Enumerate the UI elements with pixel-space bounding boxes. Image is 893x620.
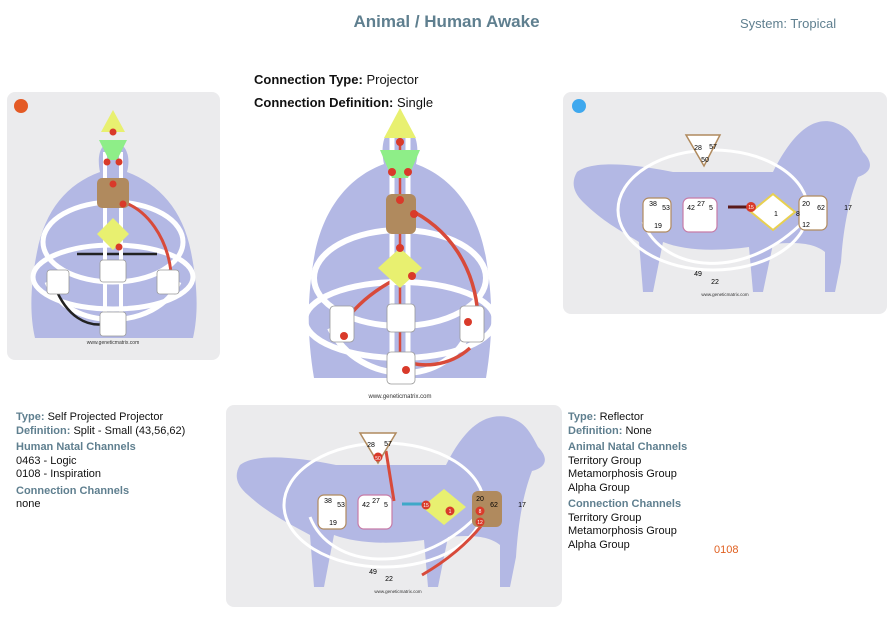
dog-bottom-gate-8: 8 [479,509,482,515]
animal-indicator-dot [572,99,586,113]
dog-top-gate-38: 38 [649,201,657,208]
dog-bottom-gate-17: 17 [518,502,526,509]
dog-top-gate-17: 17 [844,205,852,212]
animal-info: Type: Reflector Definition: None Animal … [568,411,768,552]
dog-bottom-gate-38: 38 [324,498,332,505]
human-connection-heading: Connection Channels [16,484,130,497]
dog-top-watermark: www.geneticmatrix.com [701,292,749,297]
dog-top-gate-1: 1 [774,211,778,218]
connection-type: Connection Type: Projector [254,72,418,87]
human-natal-heading: Human Natal Channels [16,441,136,453]
connection-definition: Connection Definition: Single [254,95,433,110]
connection-bodygraph: 28 57 50 38 53 19 42 27 5 15 1 20 8 62 1… [236,416,545,594]
human-type: Type: Self Projected Projector [16,411,221,425]
dog-bottom-gate-19: 19 [329,520,337,527]
dog-bottom-gate-20: 20 [476,496,484,503]
dog-bottom-watermark: www.geneticmatrix.com [374,589,422,594]
dog-top-gate-42: 42 [687,205,695,212]
dog-top-gate-15: 15 [748,205,754,211]
dog-bottom-gate-50: 50 [375,456,381,462]
human-indicator-dot [14,99,28,113]
animal-connection-channel: Territory Group [568,511,642,524]
connection-highlight: 0108 [714,544,739,556]
connection-type-value: Projector [366,72,419,87]
animal-connection-heading: Connection Channels [568,498,682,510]
animal-type-label: Type: [568,411,597,423]
human-bodygraph-small: www.geneticmatrix.com [30,110,197,346]
dog-top-gate-62: 62 [817,205,825,212]
dog-bottom-gate-42: 42 [362,502,370,509]
animal-definition: Definition: None [568,425,768,439]
system-label: System: Tropical [740,16,837,31]
animal-natal-heading: Animal Natal Channels [568,441,688,453]
dog-top-gate-53: 53 [662,205,670,212]
dog-top-gate-19: 19 [654,223,662,230]
dog-top-gate-12: 12 [802,222,810,229]
dog-bottom-gate-49: 49 [369,569,377,576]
dog-top-gate-22: 22 [711,279,719,286]
dog-bottom-gate-62: 62 [490,502,498,509]
human-bodygraph-large: www.geneticmatrix.com [302,108,498,400]
animal-definition-label: Definition: [568,424,623,437]
human-natal-channel: 0463 - Logic [16,454,77,467]
dog-bottom-gate-28: 28 [367,442,375,449]
dog-top-gate-28: 28 [694,145,702,152]
dog-bottom-gate-1: 1 [449,509,452,515]
human-large-watermark: www.geneticmatrix.com [367,394,431,400]
human-info: Type: Self Projected Projector Definitio… [16,411,221,512]
connection-type-label: Connection Type: [254,72,363,87]
dog-bottom-gate-15: 15 [423,503,429,509]
human-connection-channel: none [16,498,41,510]
dog-top-gate-57: 57 [709,144,717,151]
human-definition-label: Definition: [16,424,71,437]
animal-natal-channel: Territory Group [568,454,642,467]
human-type-value: Self Projected Projector [47,411,164,423]
dog-bottom-gate-22: 22 [385,576,393,583]
animal-type: Type: Reflector [568,411,768,425]
animal-natal-channel: Metamorphosis Group [568,468,677,480]
dog-bottom-gate-5: 5 [384,502,388,509]
dog-top-gate-5: 5 [709,205,713,212]
dog-bottom-gate-27: 27 [372,498,380,505]
animal-connection-channel: Alpha Group [568,538,630,551]
human-small-watermark: www.geneticmatrix.com [87,340,140,346]
human-definition-value: Split - Small (43,56,62) [73,424,186,437]
human-type-label: Type: [16,411,45,423]
dog-bottom-gate-53: 53 [337,502,345,509]
dog-bottom-gate-57: 57 [384,441,392,448]
connection-definition-value: Single [397,95,434,110]
connection-definition-label: Connection Definition: [254,95,394,110]
human-natal-channel: 0108 - Inspiration [16,468,101,480]
dog-bottom-gate-12: 12 [477,520,483,526]
connection-chart-panel: 28 57 50 38 53 19 42 27 5 15 1 20 8 62 1… [226,405,562,607]
page-title: Animal / Human Awake [353,12,540,31]
dog-top-gate-50: 50 [701,157,709,164]
animal-chart-panel: 28 57 50 38 53 19 42 27 5 15 1 20 8 62 1… [563,92,887,314]
animal-natal-channel: Alpha Group [568,481,630,494]
dog-top-gate-49: 49 [694,271,702,278]
dog-top-gate-20: 20 [802,201,810,208]
animal-bodygraph-top: 28 57 50 38 53 19 42 27 5 15 1 20 8 62 1… [573,121,870,297]
dog-top-gate-27: 27 [697,201,705,208]
human-chart-panel: www.geneticmatrix.com [7,92,220,360]
dog-top-gate-8: 8 [796,211,800,218]
animal-connection-channel: Metamorphosis Group [568,525,677,537]
human-definition: Definition: Split - Small (43,56,62) [16,425,221,439]
animal-definition-value: None [625,424,652,437]
animal-type-value: Reflector [599,411,644,423]
